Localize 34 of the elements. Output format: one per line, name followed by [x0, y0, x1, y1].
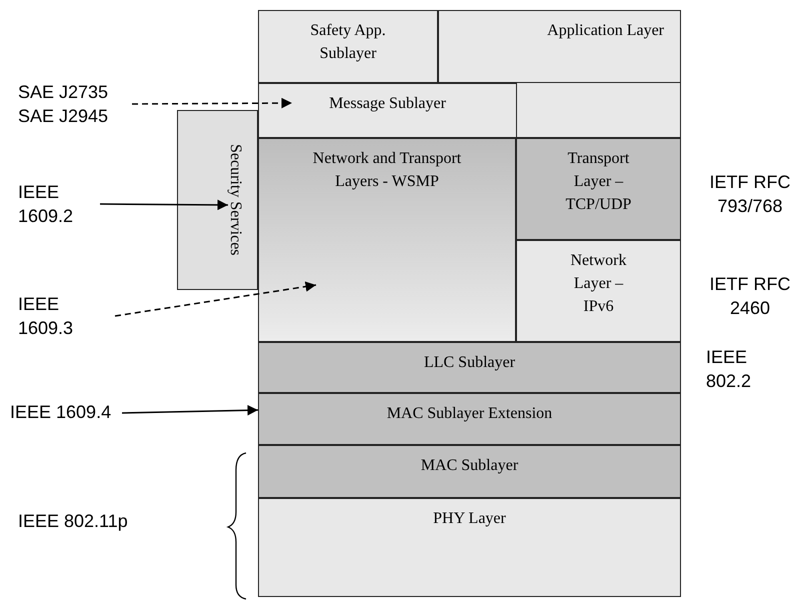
layer-name: Transport Layer – TCP/UDP — [564, 149, 632, 215]
layer-box — [516, 240, 681, 342]
layer-box — [258, 393, 681, 445]
layer-box — [258, 342, 681, 393]
standard-label: IEEE 1609.4 — [10, 400, 122, 426]
arrow — [132, 98, 292, 108]
arrow — [114, 281, 316, 317]
layer-name: Security Services — [226, 144, 245, 256]
standard-label: IETF RFC 2460 — [708, 273, 792, 320]
layer-name: PHY Layer — [433, 509, 506, 529]
layer-box — [258, 138, 516, 342]
standard-label: IEEE 802.11p — [18, 510, 129, 533]
layer-box — [258, 498, 681, 597]
layer-name: Application Layer — [547, 21, 664, 41]
layer-name: Message Sublayer — [329, 94, 446, 114]
layer-box — [258, 83, 517, 138]
standard-label: IEEE 1609.2 — [18, 180, 100, 228]
standard-label: IEEE 802.2 — [706, 346, 752, 393]
standard-label: IETF RFC 793/768 — [708, 171, 792, 218]
layer-name: LLC Sublayer — [424, 353, 516, 373]
layer-name: MAC Sublayer — [420, 456, 518, 476]
layer-name: Safety App. Sublayer — [309, 21, 387, 64]
arrow — [100, 200, 228, 210]
arrow — [122, 404, 258, 416]
security-bar — [177, 110, 258, 290]
standard-label: IEEE 1609.3 — [18, 292, 115, 340]
layer-name: Network and Transport Layers - WSMP — [312, 149, 462, 192]
layer-name: MAC Sublayer Extension — [386, 404, 552, 424]
standard-label: SAE J2735 SAE J2945 — [18, 80, 132, 128]
layer-box — [258, 445, 681, 498]
layer-name: Network Layer – IPv6 — [570, 251, 628, 317]
layer-box — [516, 138, 681, 240]
layer-box — [258, 10, 438, 83]
layer-box — [438, 10, 681, 83]
